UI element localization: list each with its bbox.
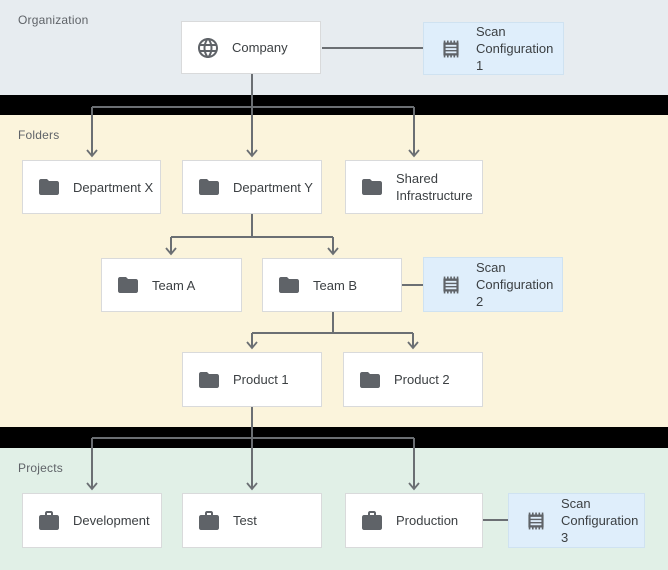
node-production: Production (345, 493, 483, 548)
node-team-a: Team A (101, 258, 242, 312)
folder-icon (277, 273, 301, 297)
node-test: Test (182, 493, 322, 548)
node-department-y: Department Y (182, 160, 322, 214)
node-label: Test (233, 513, 257, 528)
node-label: Scan Configuration 1 (476, 24, 554, 73)
folder-icon (358, 368, 382, 392)
section-label-organization: Organization (18, 13, 89, 27)
node-label: Company (232, 40, 288, 55)
briefcase-icon (360, 509, 384, 533)
node-label: Scan Configuration 2 (476, 260, 554, 309)
node-label: Team B (313, 277, 358, 293)
node-shared-infrastructure: Shared Infrastructure (345, 160, 483, 214)
node-scan-configuration-3: Scan Configuration 3 (508, 493, 645, 548)
node-label: Scan Configuration 3 (561, 496, 639, 545)
node-product-2: Product 2 (343, 352, 483, 407)
node-team-b: Team B (262, 258, 402, 312)
folder-icon (197, 368, 221, 392)
node-label: Production (396, 513, 459, 528)
node-label: Team A (152, 277, 196, 293)
globe-icon (196, 36, 220, 60)
node-label: Department Y (233, 179, 313, 195)
divider-bar (0, 95, 668, 115)
node-label: Product 1 (233, 372, 289, 387)
node-label: Department X (73, 179, 154, 195)
node-product-1: Product 1 (182, 352, 322, 407)
folder-icon (37, 175, 61, 199)
section-label-folders: Folders (18, 128, 60, 142)
node-label: Development (73, 513, 150, 528)
section-label-projects: Projects (18, 461, 63, 475)
node-development: Development (22, 493, 162, 548)
node-label: Product 2 (394, 372, 450, 387)
node-scan-configuration-2: Scan Configuration 2 (423, 257, 563, 312)
briefcase-icon (37, 509, 61, 533)
briefcase-icon (197, 509, 221, 533)
node-department-x: Department X (22, 160, 161, 214)
folder-icon (360, 175, 384, 199)
node-label: Shared Infrastructure (396, 171, 473, 203)
scan-icon (523, 508, 549, 534)
folder-icon (197, 175, 221, 199)
folder-icon (116, 273, 140, 297)
scan-icon (438, 36, 464, 62)
scan-icon (438, 272, 464, 298)
node-scan-configuration-1: Scan Configuration 1 (423, 22, 564, 75)
node-company: Company (181, 21, 321, 74)
